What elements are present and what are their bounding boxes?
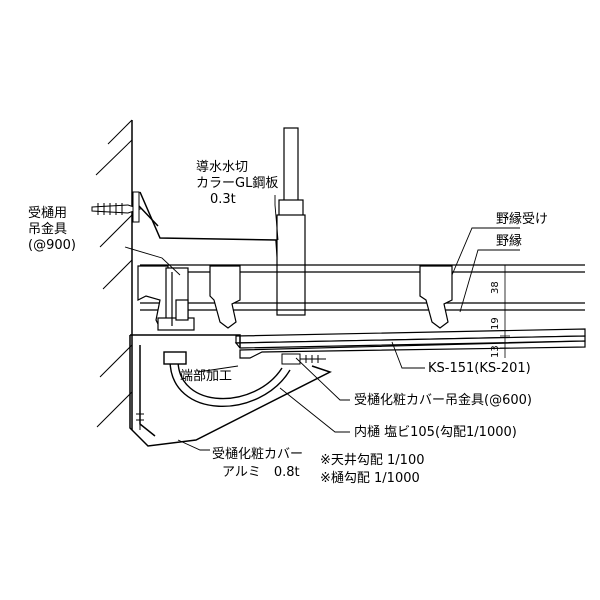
note-gutter-slope: ※樋勾配 1/1000 [320, 470, 420, 486]
guide-label-2: カラーGL鋼板 [196, 176, 278, 191]
dimension-13: 13 [490, 345, 501, 358]
guide-label-3: 0.3t [210, 192, 236, 207]
furring-label: 野縁 [496, 233, 522, 249]
inner-gutter-label: 内樋 塩ビ105(勾配1/1000) [354, 424, 517, 440]
ceiling-board [234, 328, 586, 359]
bracket-label-1: 受樋用 [28, 205, 67, 221]
leader-lines [124, 195, 520, 451]
wall [95, 119, 133, 430]
ceiling-channel [140, 264, 585, 311]
end-work-label: 端部加工 [180, 369, 232, 384]
cover-screws [136, 353, 326, 430]
bracket-label-2: 吊金具 [28, 221, 67, 237]
bracket-label-3: (@900) [28, 238, 76, 253]
board-label: KS-151(KS-201) [428, 361, 531, 376]
note-ceiling-slope: ※天井勾配 1/100 [320, 453, 425, 468]
dimension-38: 38 [490, 281, 501, 294]
cover-label-2: アルミ 0.8t [222, 465, 300, 480]
cover-hanger-label: 受樋化粧カバー吊金具(@600) [354, 392, 532, 408]
dimension-19: 19 [490, 317, 501, 330]
inner-gutter [163, 351, 291, 408]
water-guide-flashing [138, 191, 279, 269]
dimension-lines [500, 264, 510, 358]
gutter-bracket [157, 267, 195, 331]
channel-clips [137, 265, 453, 329]
guide-label-1: 導水水切 [196, 160, 248, 175]
wall-screw [91, 191, 142, 223]
hanging-bolt [276, 127, 306, 316]
cover-label-1: 受樋化粧カバー [212, 446, 303, 462]
furring-receiver-label: 野縁受け [496, 211, 548, 227]
